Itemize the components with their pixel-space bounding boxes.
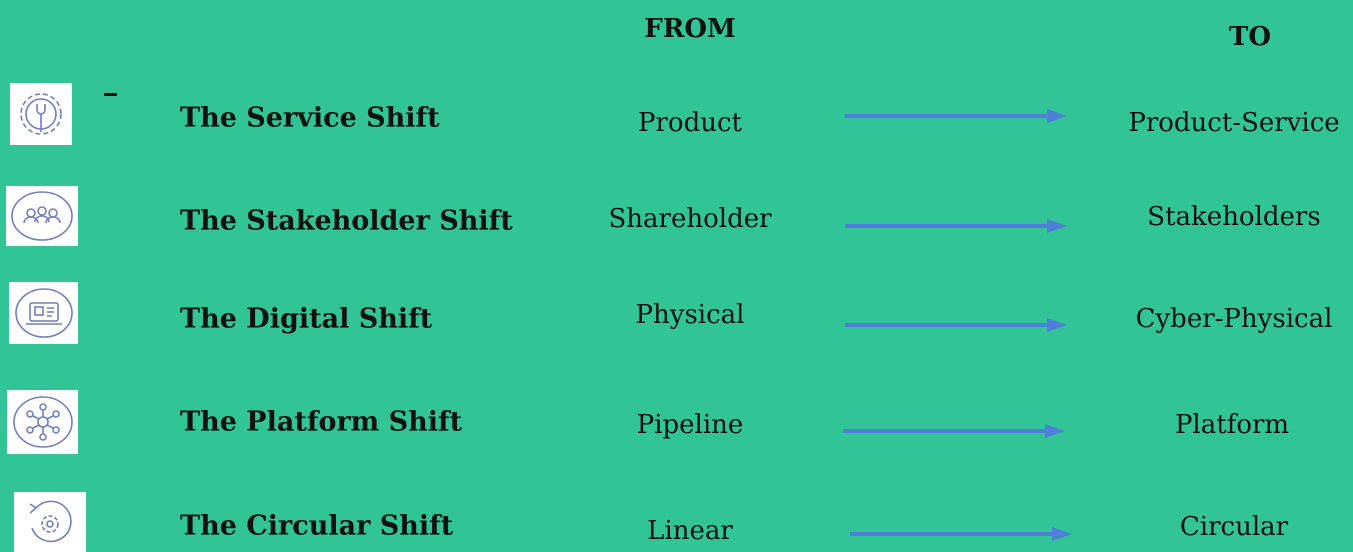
dash-mark — [104, 93, 117, 96]
to-value-platform: Platform — [1174, 410, 1290, 440]
from-header: FROM — [644, 14, 736, 44]
people-group-icon — [6, 186, 78, 246]
shift-label-stakeholder: The Stakeholder Shift — [180, 205, 513, 237]
to-value-service: Product-Service — [1128, 108, 1340, 138]
shift-label-circular: The Circular Shift — [180, 510, 454, 542]
to-value-digital: Cyber-Physical — [1135, 304, 1333, 334]
to-value-stakeholder: Stakeholders — [1147, 202, 1321, 232]
arrow-stakeholder — [845, 219, 1067, 233]
from-value-circular: Linear — [647, 516, 733, 546]
circular-gear-icon — [14, 492, 86, 552]
from-value-stakeholder: Shareholder — [608, 204, 772, 234]
shift-label-service: The Service Shift — [180, 102, 440, 134]
arrow-service — [845, 109, 1067, 123]
shift-label-platform: The Platform Shift — [180, 406, 463, 438]
from-value-service: Product — [638, 108, 742, 138]
shift-label-digital: The Digital Shift — [180, 303, 433, 335]
arrow-digital — [845, 318, 1067, 332]
gear-wrench-icon — [10, 83, 72, 145]
arrow-platform — [843, 424, 1065, 438]
from-value-platform: Pipeline — [636, 410, 744, 440]
laptop-icon — [9, 282, 78, 344]
to-value-circular: Circular — [1179, 512, 1289, 542]
network-hub-icon — [7, 390, 78, 454]
arrow-circular — [850, 527, 1072, 541]
from-value-digital: Physical — [635, 300, 745, 330]
to-header: TO — [1229, 22, 1271, 52]
